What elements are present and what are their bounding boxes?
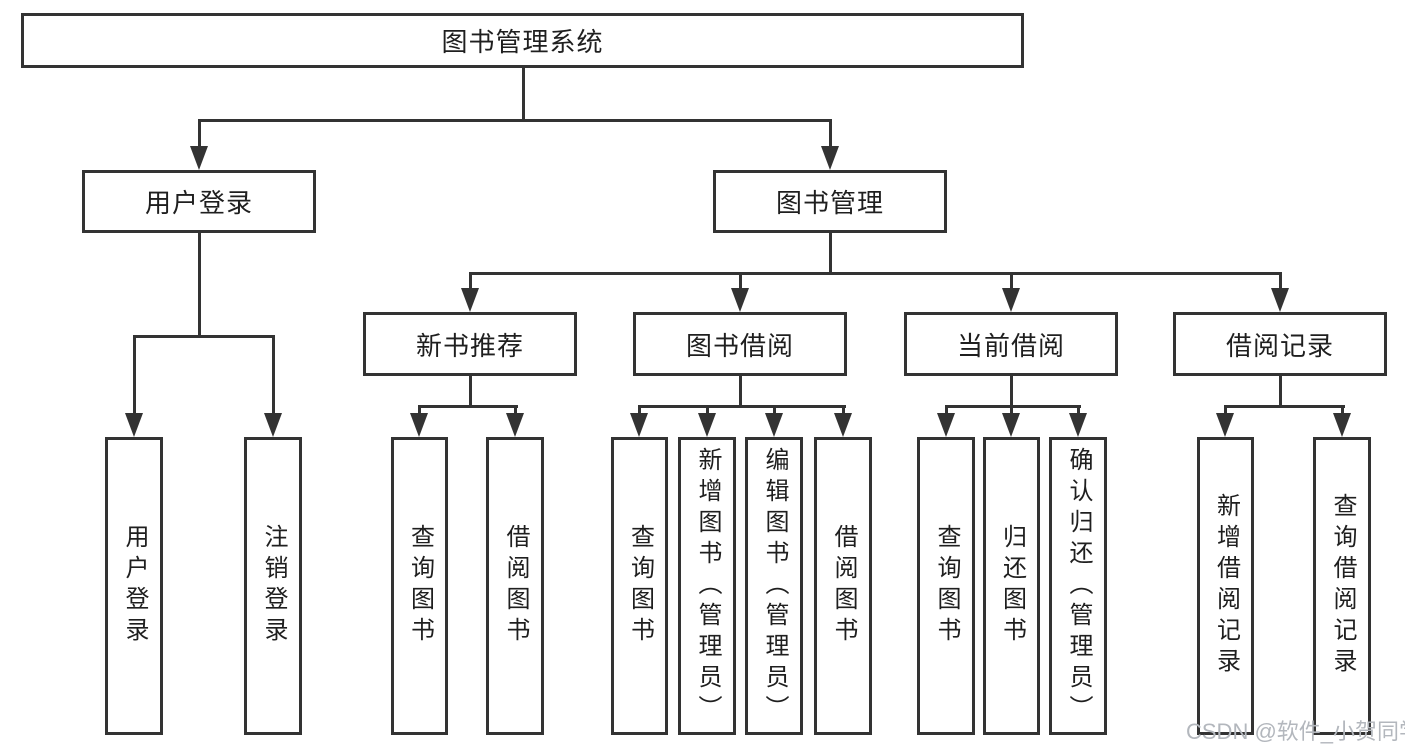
connector-line (1279, 375, 1282, 407)
leaf-user-login: 用户登录 (105, 437, 163, 735)
arrowhead-down-icon (698, 413, 716, 437)
leaf-add-books-admin-label: 新增图书（管理员） (694, 446, 721, 726)
connector-line (469, 375, 472, 407)
root-node-label: 图书管理系统 (441, 27, 604, 57)
leaf-query-books-current: 查询图书 (917, 437, 975, 735)
connector-line (706, 405, 709, 415)
connector-line (739, 272, 742, 290)
leaf-borrow-books-label: 借阅图书 (830, 524, 857, 648)
leaf-add-books-admin: 新增图书（管理员） (678, 437, 736, 735)
arrowhead-down-icon (506, 413, 524, 437)
leaf-edit-books-admin: 编辑图书（管理员） (745, 437, 803, 735)
leaf-add-borrow-record-label: 新增借阅记录 (1212, 493, 1240, 679)
connector-line (1010, 272, 1013, 290)
connector-line (1224, 405, 1345, 408)
leaf-query-books-borrowing-label: 查询图书 (626, 524, 654, 648)
arrowhead-down-icon (1002, 413, 1020, 437)
connector-line (829, 119, 832, 148)
node-new-book-recommend-label: 新书推荐 (415, 330, 524, 361)
arrowhead-down-icon (1069, 413, 1087, 437)
leaf-query-books-recommend: 查询图书 (391, 437, 448, 735)
arrowhead-down-icon (125, 413, 143, 437)
leaf-query-books-recommend-label: 查询图书 (406, 524, 434, 648)
leaf-return-books: 归还图书 (983, 437, 1040, 735)
connector-line (1010, 375, 1013, 407)
connector-line (514, 405, 517, 415)
connector-line (1224, 405, 1227, 415)
node-borrow-records-label: 借阅记录 (1225, 330, 1334, 361)
leaf-logout: 注销登录 (244, 437, 302, 735)
connector-line (418, 405, 421, 415)
leaf-borrow-books-recommend-label: 借阅图书 (502, 524, 529, 648)
arrowhead-down-icon (937, 413, 955, 437)
arrowhead-down-icon (461, 288, 479, 312)
leaf-borrow-books: 借阅图书 (814, 437, 872, 735)
arrowhead-down-icon (1271, 288, 1289, 312)
node-book-borrowing: 图书借阅 (633, 312, 847, 376)
connector-line (829, 231, 832, 274)
leaf-edit-books-admin-label: 编辑图书（管理员） (761, 446, 788, 726)
node-current-borrowing-label: 当前借阅 (956, 330, 1065, 361)
connector-line (272, 335, 275, 415)
connector-line (1341, 405, 1344, 415)
connector-line (842, 405, 845, 415)
connector-line (945, 405, 948, 415)
connector-line (638, 405, 846, 408)
node-user-login-label: 用户登录 (144, 188, 253, 218)
arrowhead-down-icon (1216, 413, 1234, 437)
leaf-query-borrow-record-label: 查询借阅记录 (1329, 493, 1356, 679)
arrowhead-down-icon (1333, 413, 1351, 437)
arrowhead-down-icon (190, 146, 208, 170)
connector-line (1279, 272, 1282, 290)
arrowhead-down-icon (731, 288, 749, 312)
root-node-library-system: 图书管理系统 (21, 13, 1024, 68)
connector-line (773, 405, 776, 415)
connector-line (418, 405, 518, 408)
csdn-watermark: CSDN @软件_小贺同学 (1186, 719, 1405, 744)
leaf-query-borrow-record: 查询借阅记录 (1313, 437, 1371, 735)
node-book-borrowing-label: 图书借阅 (685, 330, 794, 361)
connector-line (469, 272, 1282, 275)
connector-line (739, 375, 742, 407)
connector-line (133, 335, 136, 415)
arrowhead-down-icon (1002, 288, 1020, 312)
connector-line (522, 67, 525, 120)
node-book-management-label: 图书管理 (775, 188, 884, 218)
arrowhead-down-icon (765, 413, 783, 437)
node-book-management: 图书管理 (713, 170, 947, 233)
leaf-query-books-current-label: 查询图书 (933, 524, 960, 648)
connector-line (945, 405, 1081, 408)
arrowhead-down-icon (264, 413, 282, 437)
connector-line (133, 335, 275, 338)
node-borrow-records: 借阅记录 (1173, 312, 1387, 376)
connector-line (198, 119, 201, 148)
connector-line (1077, 405, 1080, 415)
node-user-login: 用户登录 (82, 170, 316, 233)
leaf-query-books-borrowing: 查询图书 (611, 437, 668, 735)
arrowhead-down-icon (630, 413, 648, 437)
leaf-add-borrow-record: 新增借阅记录 (1197, 437, 1254, 735)
leaf-logout-label: 注销登录 (260, 524, 287, 648)
connector-line (198, 231, 201, 337)
arrowhead-down-icon (410, 413, 428, 437)
leaf-return-books-label: 归还图书 (998, 524, 1026, 648)
node-current-borrowing: 当前借阅 (904, 312, 1118, 376)
arrowhead-down-icon (834, 413, 852, 437)
connector-line (198, 119, 832, 122)
connector-line (1010, 405, 1013, 415)
leaf-confirm-return-admin-label: 确认归还（管理员） (1065, 446, 1092, 726)
node-new-book-recommend: 新书推荐 (363, 312, 577, 376)
connector-line (638, 405, 641, 415)
leaf-confirm-return-admin: 确认归还（管理员） (1049, 437, 1107, 735)
leaf-user-login-label: 用户登录 (121, 524, 148, 648)
leaf-borrow-books-recommend: 借阅图书 (486, 437, 544, 735)
arrowhead-down-icon (821, 146, 839, 170)
connector-line (469, 272, 472, 290)
